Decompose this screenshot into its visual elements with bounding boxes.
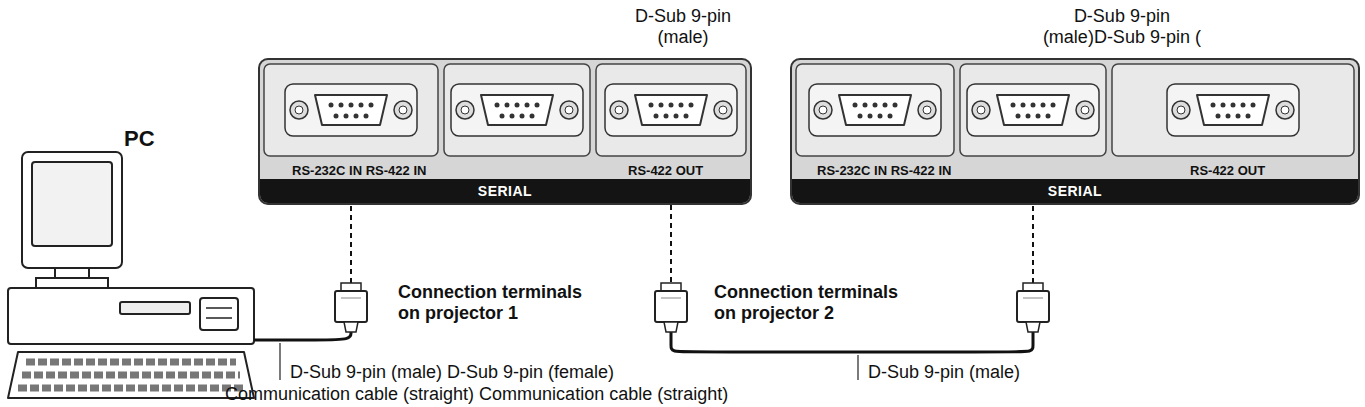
connector-type: D-Sub 9-pin (male) (868, 362, 1020, 382)
system-unit (8, 288, 254, 344)
projector-2-panel (790, 58, 1360, 205)
callout-label: Connection terminals on projector 2 (714, 282, 903, 324)
pc-node: PC (4, 122, 254, 402)
port-bay (796, 64, 954, 156)
port-label: RS-422 OUT (628, 163, 703, 179)
port-bay (596, 64, 746, 156)
front-panel-line (206, 317, 232, 319)
keyboard-keys (22, 372, 240, 379)
dsub-port (605, 84, 737, 136)
dsub-port (285, 84, 417, 136)
connector-type: D-Sub 9-pin (male) D-Sub 9-pin (female) (290, 362, 614, 382)
port-bay (960, 64, 1106, 156)
panel-band-label: SERIAL (260, 179, 750, 203)
communication-cable (671, 205, 1033, 352)
pc-illustration (8, 152, 254, 398)
connector-type: D-Sub 9-pin (male) (629, 6, 737, 48)
keyboard-keys (18, 385, 244, 392)
port-label: RS-232C IN RS-422 IN (817, 163, 951, 179)
cable-line (671, 332, 1033, 352)
monitor-stand (55, 268, 89, 278)
cable-type: Communication cable (straight) Communica… (225, 384, 728, 404)
port-bay (1112, 64, 1354, 156)
monitor (22, 152, 122, 268)
device-name: PC (124, 126, 155, 152)
cable-plug (335, 283, 367, 332)
port-label: RS-232C IN RS-422 IN (292, 163, 426, 179)
port-bay (264, 64, 438, 156)
front-panel (200, 298, 238, 330)
keyboard (8, 352, 254, 398)
dsub-port (809, 84, 941, 136)
terminal-panel: RS-232C IN RS-422 IN RS-422 OUTSERIAL (790, 58, 1360, 205)
cable-line (254, 332, 351, 340)
plug-insertion-line (670, 205, 672, 283)
plug-insertion-line (1032, 205, 1034, 283)
dsub-port (967, 84, 1099, 136)
monitor-screen (32, 162, 112, 246)
drive-slot (120, 302, 190, 314)
port-label: RS-422 OUT (1190, 163, 1265, 179)
port-bay (444, 64, 590, 156)
front-panel-line (206, 307, 232, 309)
cable-plug (1017, 283, 1049, 332)
projector-1-panel (258, 58, 752, 205)
dsub-port (451, 84, 583, 136)
callout-label: Connection terminals on projector 1 (398, 282, 587, 324)
cable-plug (655, 283, 687, 332)
monitor-base (36, 278, 108, 288)
leader-line (279, 343, 280, 380)
leader-line (857, 355, 858, 380)
panel-ground (790, 58, 1360, 205)
connector-type: D-Sub 9-pin (male)D-Sub 9-pin ( (1040, 6, 1204, 48)
terminal-panel: RS-232C IN RS-422 IN RS-422 OUTSERIAL (258, 58, 752, 205)
panel-band-label: SERIAL (792, 179, 1358, 203)
panel-ground (258, 58, 752, 205)
dsub-port (1167, 84, 1299, 136)
keyboard-keys (26, 359, 236, 366)
plug-insertion-line (350, 205, 352, 283)
